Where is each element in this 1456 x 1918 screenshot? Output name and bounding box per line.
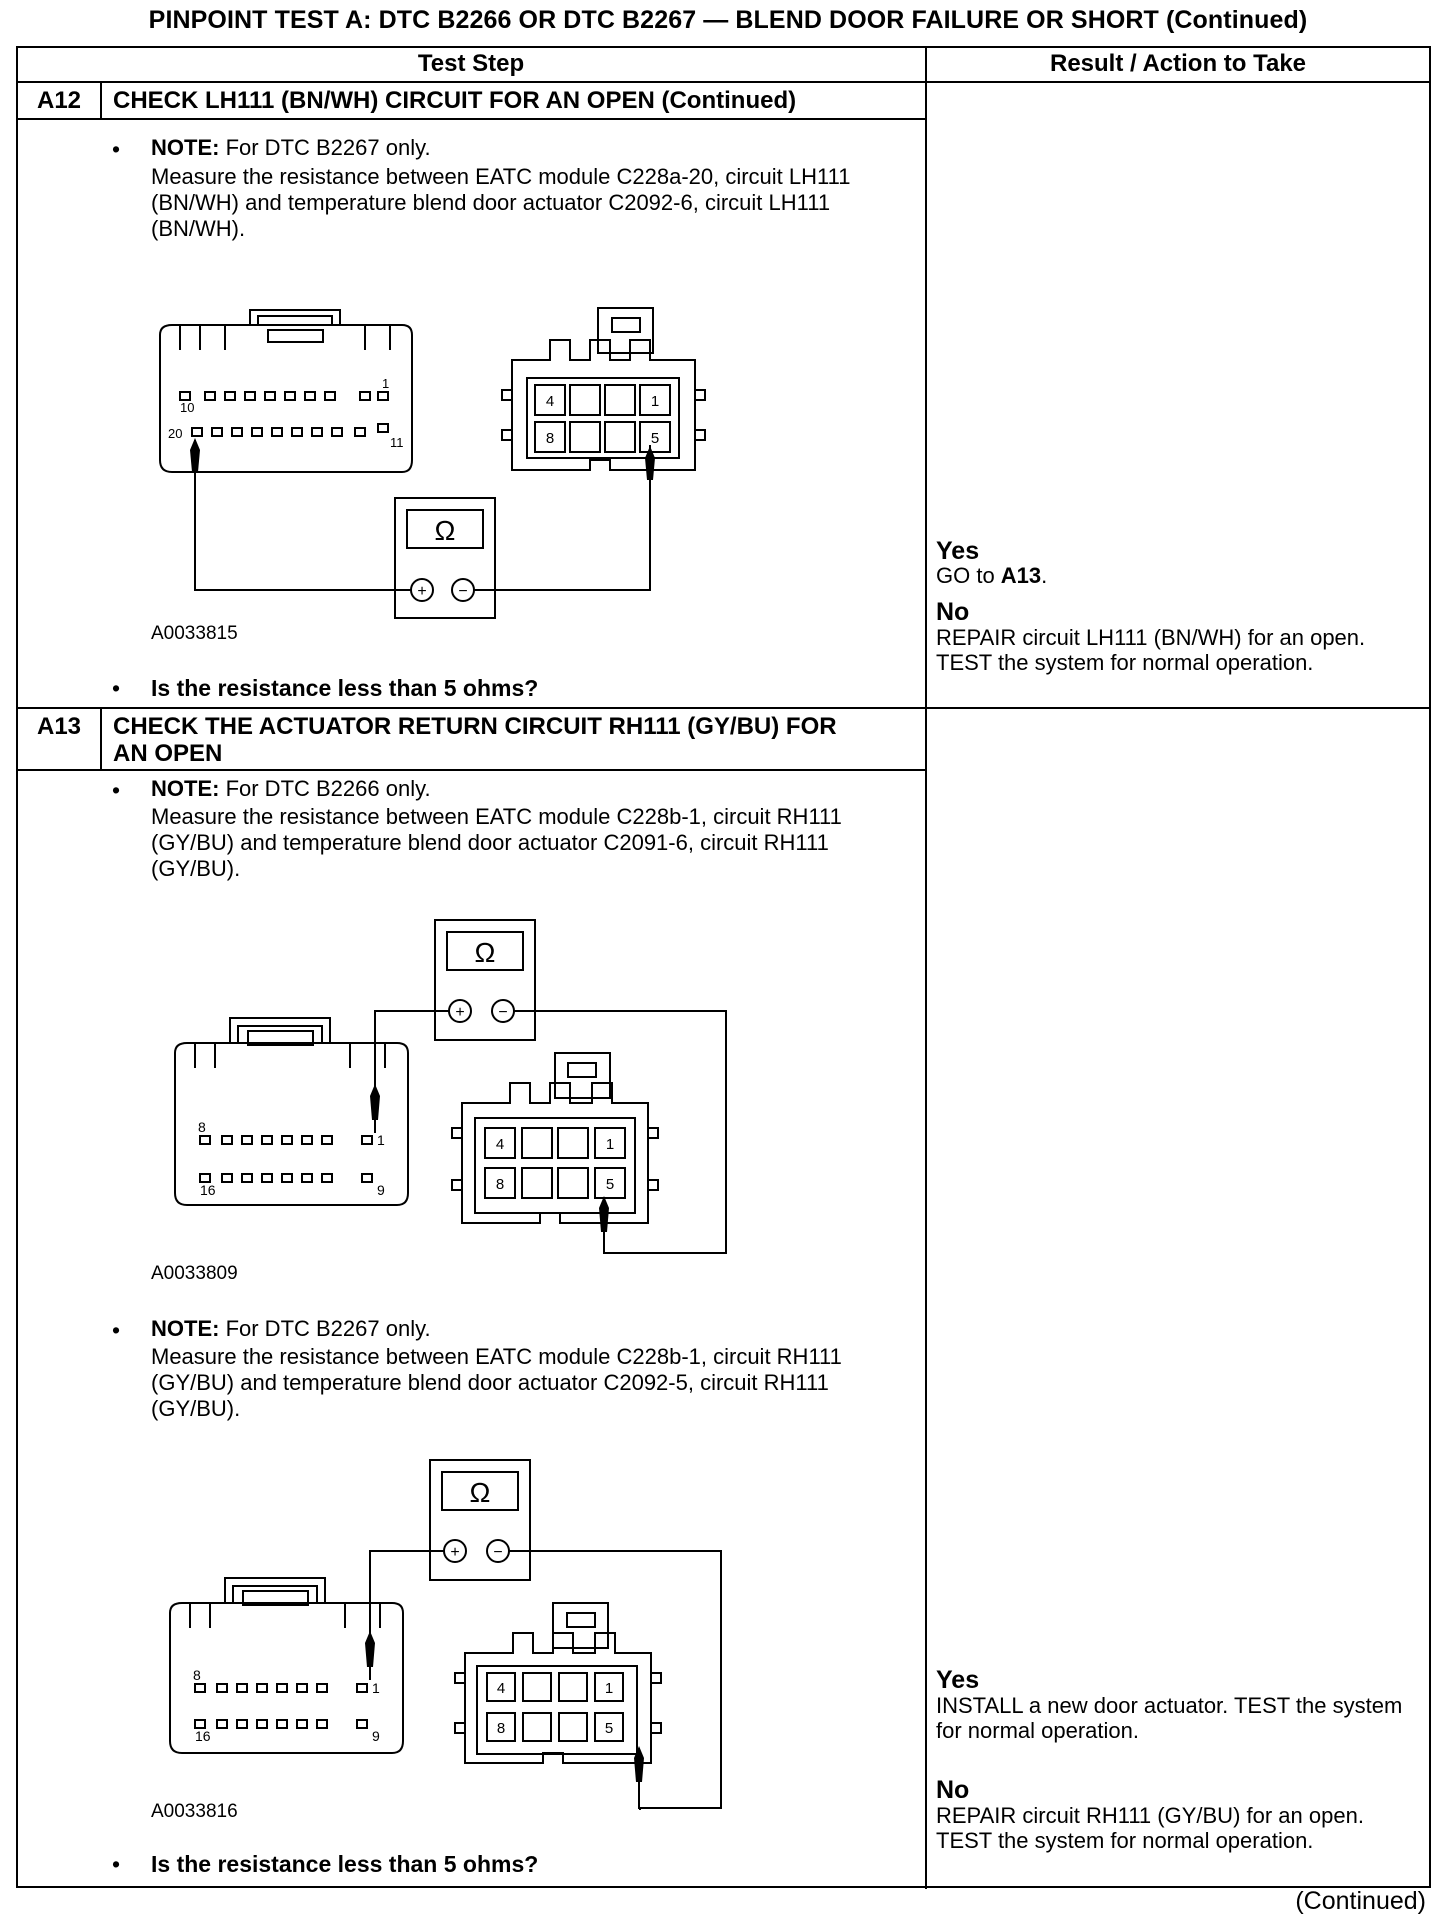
a12-question: Is the resistance less than 5 ohms? [151,675,539,701]
page-title: PINPOINT TEST A: DTC B2266 OR DTC B2267 … [148,6,1308,34]
a13-d2-minus-terminal: − [493,1544,502,1561]
a12-step-title: CHECK LH111 (BN/WH) CIRCUIT FOR AN OPEN … [113,87,797,114]
a13-wiring-diagram-2: 8 1 16 9 4 1 8 5 Ω + − [169,1459,722,1810]
a13-d1-ohm-symbol: Ω [475,937,496,968]
a12-note: NOTE: For DTC B2267 only. [151,135,911,161]
a12-pin-label-20: 20 [168,426,182,441]
a13-no-action: REPAIR circuit RH111 (GY/BU) for an open… [936,1803,1364,1853]
a12-pin-label-10: 10 [180,400,194,415]
a13-d2-pin-label-9: 9 [372,1728,380,1744]
a13-note2-text: For DTC B2267 only. [219,1316,431,1341]
a13-wiring-diagram-1: 8 1 16 9 4 1 8 5 Ω + − [174,919,727,1254]
column-divider [925,46,927,1889]
a12-plus-terminal: + [417,583,426,600]
a13-note1-bullet: • [112,777,121,803]
a12-figure-ref: A0033815 [151,623,238,644]
a13-note2-label: NOTE: [151,1316,220,1341]
a12-bullet: • [112,136,121,162]
a13-d1-pin-label-9: 9 [377,1182,385,1198]
a12-pin-label-11: 11 [390,435,404,450]
a13-d1-pin-label-1: 1 [377,1132,385,1148]
a13-step-title: CHECK THE ACTUATOR RETURN CIRCUIT RH111 … [113,713,837,767]
col-header-result: Result / Action to Take [1049,50,1307,77]
a12-id-divider [100,82,102,119]
a12-note-label: NOTE: [151,135,220,160]
a13-instruction2: Measure the resistance between EATC modu… [151,1344,842,1421]
a12-no-label: No [936,598,970,626]
a13-title-divider [16,769,926,771]
a13-d1-pin-label-8: 8 [198,1119,206,1135]
a12-step-id: A12 [36,87,82,114]
a13-yes-action: INSTALL a new door actuator. TEST the sy… [936,1693,1403,1743]
a13-d2-ohm-symbol: Ω [470,1477,491,1508]
a13-d2-actuator-pin-5: 5 [605,1720,613,1737]
a12-yes-text-post: . [1041,563,1048,588]
a13-yes-label: Yes [936,1666,980,1694]
a13-d1-actuator-pin-5: 5 [606,1176,614,1193]
header-divider [16,81,1431,83]
a12-actuator-pin-1: 1 [651,393,659,410]
a12-yes-label: Yes [936,537,980,565]
a12-wiring-diagram: 10 1 20 11 4 1 8 5 Ω + − [159,307,706,619]
a12-yes-link-a13[interactable]: A13 [1000,563,1042,588]
a13-note1-text: For DTC B2266 only. [219,776,431,801]
col-header-test-step: Test Step [417,50,525,77]
a13-note1: NOTE: For DTC B2266 only. [151,776,911,802]
a13-figure1-ref: A0033809 [151,1263,238,1284]
a13-question: Is the resistance less than 5 ohms? [151,1851,539,1877]
a13-d2-pin-label-16: 16 [195,1728,211,1744]
a12-yes-text-pre: GO to [936,563,1001,588]
a13-d1-minus-terminal: − [498,1004,507,1021]
a12-minus-terminal: − [458,583,467,600]
a12-actuator-pin-4: 4 [546,393,554,410]
a13-d2-plus-terminal: + [450,1544,459,1561]
a12-actuator-pin-8: 8 [546,430,554,447]
a12-pin-label-1: 1 [382,376,389,391]
a13-d2-pin-label-1: 1 [372,1680,380,1696]
a13-d1-pin-label-16: 16 [200,1182,216,1198]
pinpoint-test-table [16,46,1431,1888]
a13-instruction1: Measure the resistance between EATC modu… [151,804,842,881]
a12-no-action: REPAIR circuit LH111 (BN/WH) for an open… [936,625,1366,675]
a13-question-bullet: • [112,1851,121,1877]
a13-d1-actuator-pin-4: 4 [496,1136,504,1153]
a13-d2-pin-label-8: 8 [193,1667,201,1683]
a13-step-id: A13 [36,713,82,740]
a12-actuator-pin-5: 5 [651,430,659,447]
a12-instruction: Measure the resistance between EATC modu… [151,164,851,241]
a13-no-label: No [936,1776,970,1804]
a13-d1-actuator-pin-1: 1 [606,1136,614,1153]
a13-d2-actuator-pin-8: 8 [497,1720,505,1737]
a12-ohm-symbol: Ω [435,515,456,546]
a13-d2-actuator-pin-1: 1 [605,1680,613,1697]
a13-id-divider [100,708,102,770]
a12-a13-divider [16,707,1431,709]
a12-note-text: For DTC B2267 only. [219,135,431,160]
a13-d1-actuator-pin-8: 8 [496,1176,504,1193]
continued-footer: (Continued) [1295,1887,1426,1915]
a12-yes-action: GO to A13. [936,563,1406,588]
a13-figure2-ref: A0033816 [151,1801,238,1822]
a12-title-divider [16,118,926,120]
a13-note2: NOTE: For DTC B2267 only. [151,1316,911,1342]
a13-note1-label: NOTE: [151,776,220,801]
a12-question-bullet: • [112,675,121,701]
a13-d2-actuator-pin-4: 4 [497,1680,505,1697]
a13-d1-plus-terminal: + [455,1004,464,1021]
a13-note2-bullet: • [112,1317,121,1343]
